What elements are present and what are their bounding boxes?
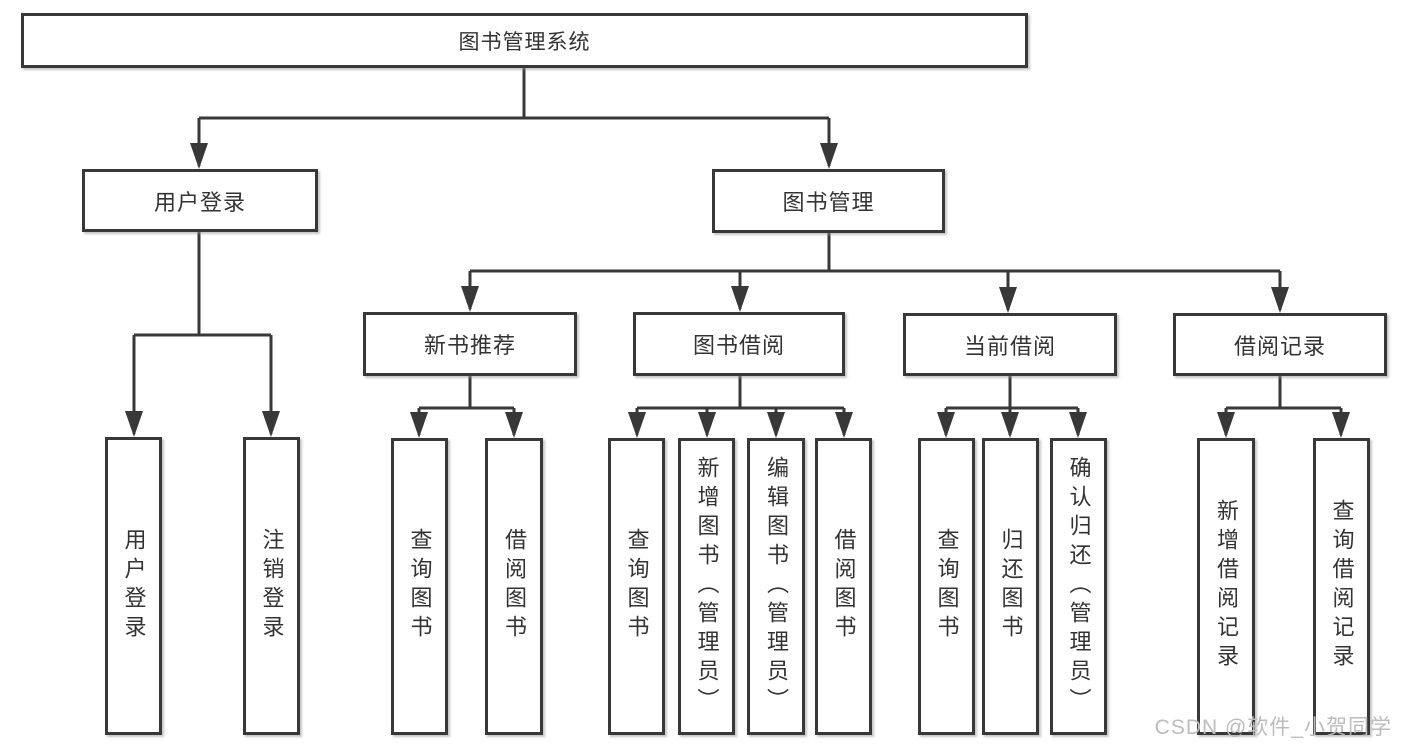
leaf-borrow-edit-books-admin-label: 编辑图书（管理员） (764, 455, 789, 718)
leaf-borrow-borrow-books: 借阅图书 (815, 438, 872, 735)
leaf-records-add-record-label: 新增借阅记录 (1214, 499, 1239, 674)
leaf-records-query-record-label: 查询借阅记录 (1329, 499, 1355, 674)
leaf-logout-label: 注销登录 (259, 527, 285, 645)
leaf-borrow-edit-books-admin: 编辑图书（管理员） (747, 438, 805, 735)
leaf-rec-query-books: 查询图书 (391, 438, 448, 735)
leaf-current-return-books-label: 归还图书 (998, 528, 1024, 645)
leaf-borrow-query-books-label: 查询图书 (624, 528, 650, 645)
node-root: 图书管理系统 (21, 13, 1028, 68)
node-book-borrowing: 图书借阅 (633, 312, 845, 376)
node-current-borrowing: 当前借阅 (903, 313, 1117, 376)
leaf-current-confirm-return-admin-label: 确认归还（管理员） (1066, 455, 1092, 718)
node-user-login: 用户登录 (82, 169, 318, 232)
leaf-borrow-add-books-admin-label: 新增图书（管理员） (694, 455, 720, 718)
leaf-borrow-borrow-books-label: 借阅图书 (831, 528, 857, 645)
leaf-borrow-add-books-admin: 新增图书（管理员） (678, 438, 735, 735)
leaf-borrow-query-books: 查询图书 (608, 438, 665, 735)
leaf-current-confirm-return-admin: 确认归还（管理员） (1050, 438, 1107, 735)
leaf-current-return-books: 归还图书 (982, 438, 1039, 735)
leaf-rec-query-books-label: 查询图书 (407, 528, 433, 645)
leaf-user-login-label: 用户登录 (121, 527, 147, 645)
leaf-user-login: 用户登录 (105, 437, 162, 735)
csdn-watermark: CSDN @软件_小贺同学 (1154, 716, 1392, 739)
node-current-borrowing-label: 当前借阅 (963, 333, 1056, 359)
node-borrowing-records: 借阅记录 (1173, 313, 1387, 376)
leaf-records-query-record: 查询借阅记录 (1313, 438, 1370, 735)
node-book-management: 图书管理 (712, 169, 945, 233)
leaf-rec-borrow-books-label: 借阅图书 (502, 528, 527, 645)
node-borrowing-records-label: 借阅记录 (1233, 333, 1326, 359)
node-book-borrowing-label: 图书借阅 (692, 333, 785, 358)
node-book-management-label: 图书管理 (782, 190, 875, 215)
leaf-logout: 注销登录 (243, 437, 300, 735)
node-new-book-recommendation: 新书推荐 (363, 312, 577, 376)
leaf-rec-borrow-books: 借阅图书 (485, 438, 543, 735)
node-root-label: 图书管理系统 (458, 30, 591, 54)
leaf-records-add-record: 新增借阅记录 (1197, 438, 1255, 735)
node-new-book-recommendation-label: 新书推荐 (423, 333, 516, 358)
leaf-current-query-books: 查询图书 (918, 438, 975, 735)
arrowheads (125, 143, 1350, 438)
leaf-current-query-books-label: 查询图书 (934, 528, 960, 645)
node-user-login-label: 用户登录 (153, 189, 246, 215)
